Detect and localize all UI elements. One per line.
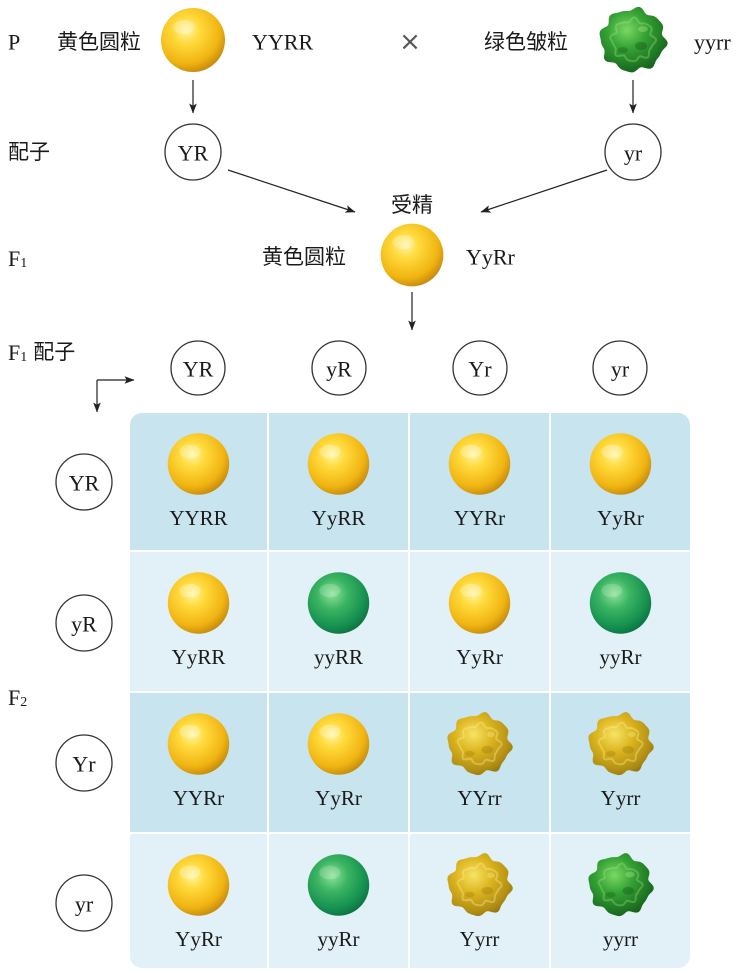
gametes-label: 配子 [8, 140, 50, 164]
row-gamete-circle [55, 734, 113, 792]
column-gamete-label: YR [183, 357, 214, 382]
parent-left-phenotype: 黄色圆粒 [57, 30, 141, 54]
genotype-label: YyRr [175, 927, 222, 951]
cross-symbol: × [399, 27, 421, 57]
fertilization-label: 受精 [391, 193, 433, 217]
f2-pea-yellow-round-icon [167, 713, 230, 775]
gamete-left-circle [164, 123, 222, 181]
genotype-label: YyRR [312, 506, 366, 530]
genotype-label: YYRr [454, 506, 505, 530]
gamete-right-circle [604, 123, 662, 181]
column-gamete-circle [170, 340, 226, 396]
arrow-gamete-right-to-fertilization [480, 169, 608, 213]
column-gamete-circle [592, 340, 648, 396]
f1-phenotype: 黄色圆粒 [262, 245, 346, 269]
column-gamete-circle [452, 340, 508, 396]
parent-right-pea-icon [598, 5, 669, 74]
column-gamete-circle [311, 340, 367, 396]
f2-pea-yellow-round-icon [448, 433, 511, 495]
f2-pea-yellow-round-icon [589, 433, 652, 495]
gamete-left-label: YR [178, 141, 209, 166]
f2-pea-yellow-round-icon [167, 854, 230, 916]
f2-pea-yellow-round-icon [307, 433, 370, 495]
genotype-label: YYrr [457, 786, 501, 810]
gamete-right-label: yr [624, 141, 643, 166]
f2-pea-green-round-icon [307, 854, 370, 916]
row-gamete-label: yR [71, 612, 97, 637]
genotype-label: YYRR [169, 506, 227, 530]
f2-label: F2 [8, 685, 27, 710]
f1-pea-icon [380, 223, 444, 287]
row-gamete-label: Yr [72, 752, 96, 777]
column-gamete-label: yr [611, 357, 630, 382]
f2-pea-yellow-round-icon [307, 713, 370, 775]
genotype-label: YyRr [597, 506, 644, 530]
genotype-label: Yyrr [460, 927, 500, 951]
row-gamete-circle [55, 453, 113, 511]
parent-left-pea-icon [161, 8, 225, 72]
parent-right-genotype: yyrr [694, 30, 731, 55]
arrow-gamete-left-to-fertilization [227, 169, 356, 213]
genotype-label: YyRr [456, 645, 503, 669]
f1-genotype: YyRr [466, 245, 516, 270]
f2-pea-yellow-round-icon [448, 572, 511, 634]
parent-generation-label: P [8, 30, 20, 55]
row-gamete-label: yr [75, 892, 94, 917]
row-gamete-label: YR [69, 471, 100, 496]
genotype-label: YyRR [172, 645, 226, 669]
genotype-label: yyRR [314, 645, 363, 669]
f2-pea-green-round-icon [307, 572, 370, 634]
row-gamete-circle [55, 594, 113, 652]
genotype-label: yyrr [603, 927, 638, 951]
parent-left-genotype: YYRR [252, 30, 313, 55]
column-gamete-label: yR [326, 357, 352, 382]
row-gamete-circle [55, 874, 113, 932]
parent-right-phenotype: 绿色皱粒 [484, 30, 568, 54]
f2-pea-green-round-icon [589, 572, 652, 634]
f2-pea-yellow-round-icon [167, 572, 230, 634]
f1-label: F1 [8, 246, 27, 271]
genotype-label: Yyrr [601, 786, 641, 810]
genotype-label: YyRr [315, 786, 362, 810]
genotype-label: YYRr [173, 786, 224, 810]
f2-pea-yellow-round-icon [167, 433, 230, 495]
column-gamete-label: Yr [468, 357, 492, 382]
genotype-label: yyRr [600, 645, 642, 669]
genotype-label: yyRr [318, 927, 360, 951]
